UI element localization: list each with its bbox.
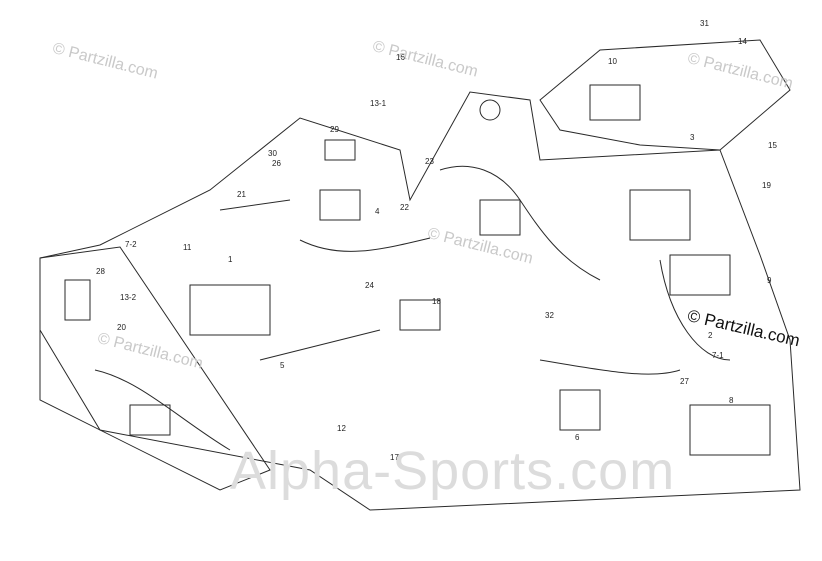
callout-14: 14 bbox=[738, 37, 747, 46]
upper-right-panel-outline bbox=[539, 39, 791, 151]
callout-32: 32 bbox=[545, 311, 554, 320]
callout-6: 6 bbox=[575, 433, 580, 442]
callout-24: 24 bbox=[365, 281, 374, 290]
callout-28: 28 bbox=[96, 267, 105, 276]
callout-18: 18 bbox=[432, 297, 441, 306]
callout-11: 11 bbox=[183, 243, 192, 252]
brake-lever-21 bbox=[219, 199, 291, 211]
callout-22: 22 bbox=[400, 203, 409, 212]
brake-line-5 bbox=[259, 329, 381, 361]
callout-4: 4 bbox=[375, 207, 380, 216]
callout-1: 1 bbox=[228, 255, 233, 264]
callout-9: 9 bbox=[767, 276, 772, 285]
callout-29: 29 bbox=[330, 125, 339, 134]
foot-brake-cylinder bbox=[129, 404, 171, 436]
lower-left-panel-outline bbox=[39, 246, 271, 491]
callout-2: 2 bbox=[708, 331, 713, 340]
callout-labels: 1 2 3 4 5 6 7-1 7-2 8 9 10 11 12 13-1 13… bbox=[96, 19, 777, 462]
reservoir-28 bbox=[64, 279, 91, 321]
caliper-left bbox=[189, 284, 271, 336]
bracket-9 bbox=[669, 254, 731, 296]
callout-19: 19 bbox=[762, 181, 771, 190]
caliper-right bbox=[689, 404, 771, 456]
callout-16: 16 bbox=[396, 53, 405, 62]
callout-7-2: 7-2 bbox=[125, 240, 137, 249]
callout-5: 5 bbox=[280, 361, 285, 370]
callout-23: 23 bbox=[425, 157, 434, 166]
callout-21: 21 bbox=[237, 190, 246, 199]
master-cylinder-left bbox=[319, 189, 361, 221]
callout-31: 31 bbox=[700, 19, 709, 28]
master-cylinder-center bbox=[479, 199, 521, 236]
callout-27: 27 bbox=[680, 377, 689, 386]
main-panel-outline bbox=[39, 91, 801, 511]
callout-26: 26 bbox=[272, 159, 281, 168]
callout-8: 8 bbox=[729, 396, 734, 405]
brake-line-22 bbox=[299, 237, 431, 252]
reservoir-cap bbox=[324, 139, 356, 161]
callout-13-2: 13-2 bbox=[120, 293, 137, 302]
callout-30: 30 bbox=[268, 149, 277, 158]
callout-3: 3 bbox=[690, 133, 695, 142]
callout-10: 10 bbox=[608, 57, 617, 66]
caliper-mount-18 bbox=[399, 299, 441, 331]
brake-line-27 bbox=[539, 359, 681, 375]
reservoir-center bbox=[479, 99, 501, 121]
callout-12: 12 bbox=[337, 424, 346, 433]
rear-master-cylinder bbox=[629, 189, 691, 241]
brake-line-13 bbox=[94, 369, 231, 451]
caliper-mount-6 bbox=[559, 389, 601, 431]
callout-20: 20 bbox=[117, 323, 126, 332]
pedal-assembly-10 bbox=[589, 84, 641, 121]
callout-15: 15 bbox=[768, 141, 777, 150]
callout-13-1: 13-1 bbox=[370, 99, 387, 108]
callout-17: 17 bbox=[390, 453, 399, 462]
brake-line-7-1 bbox=[659, 259, 731, 361]
footer-watermark: Alpha-Sports.com bbox=[230, 441, 676, 501]
callout-7-1: 7-1 bbox=[712, 351, 724, 360]
